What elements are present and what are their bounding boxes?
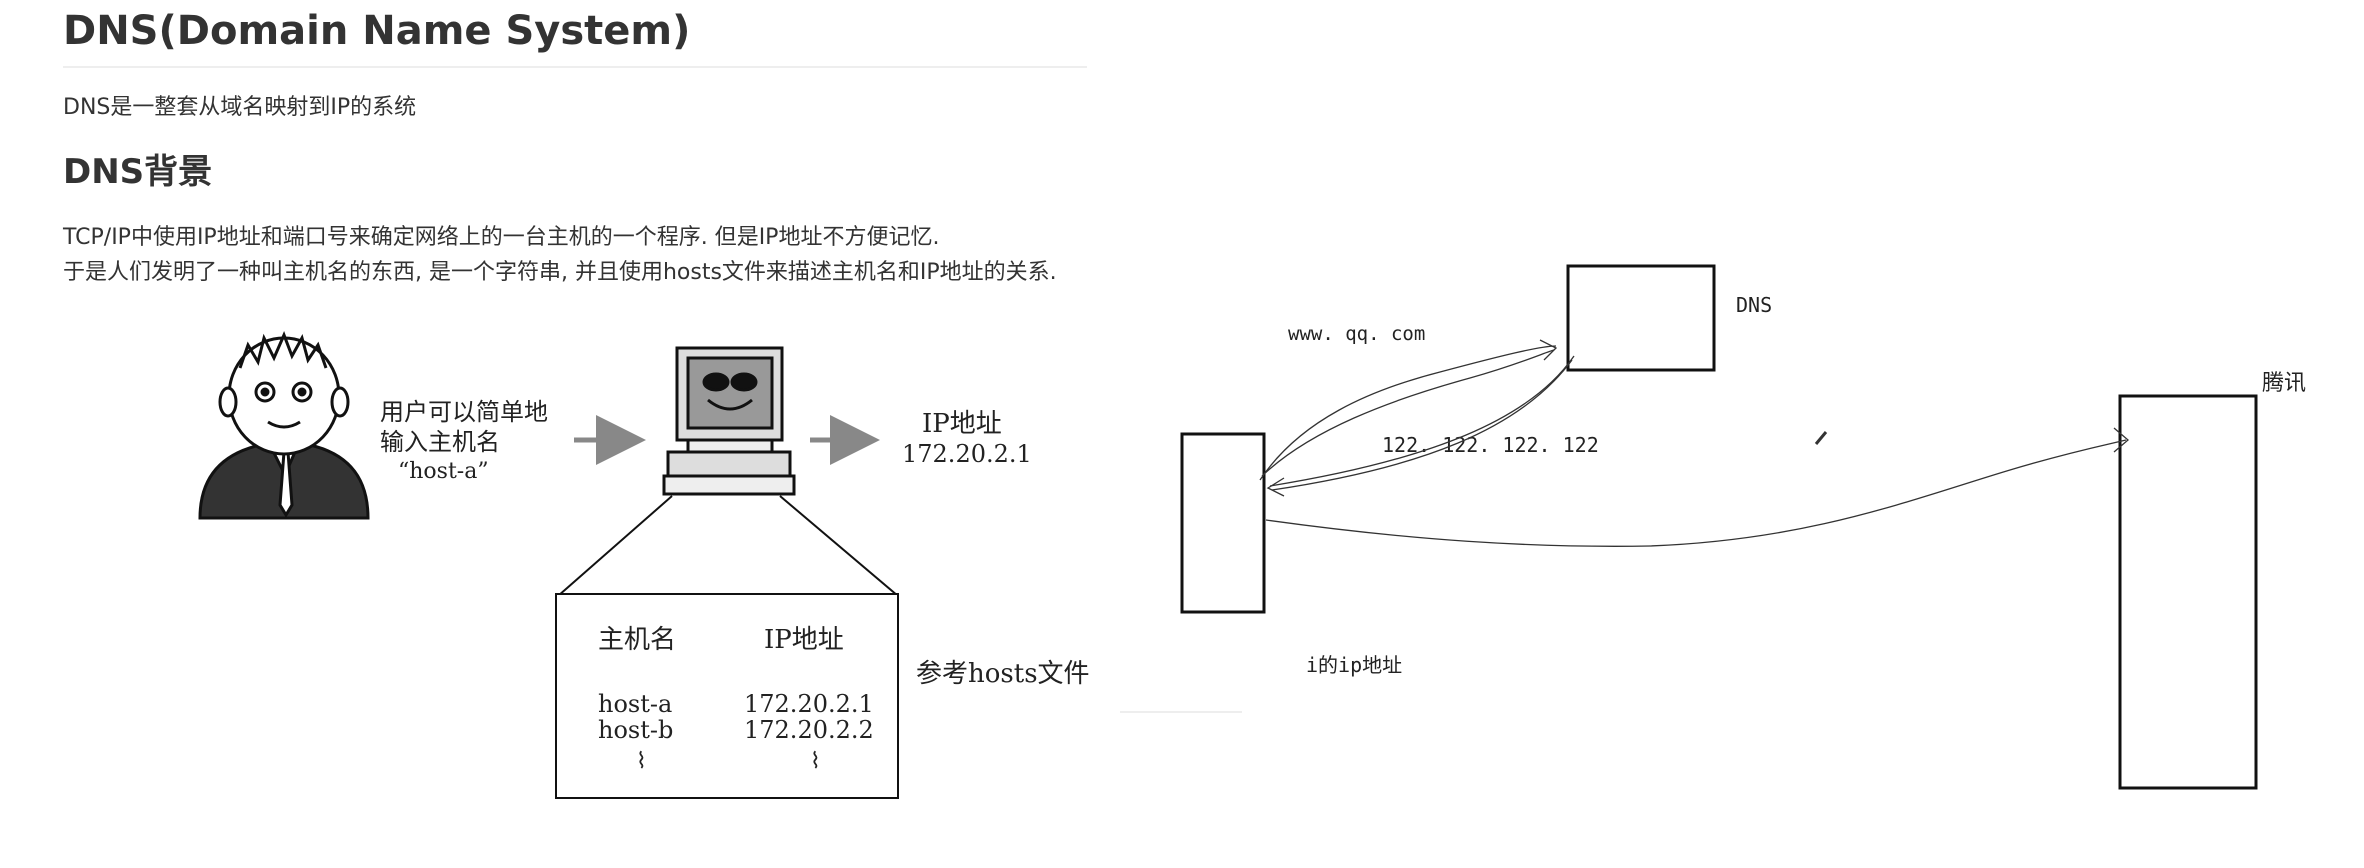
user-text-line-3: “host-a” [398, 459, 489, 484]
computer-icon [662, 346, 796, 496]
arrowhead-tencent-icon [2113, 427, 2129, 453]
dns-sketch: www. qq. com DNS 腾讯 122. 122. 122. 122 i… [1120, 264, 2306, 790]
user-text-line-1: 用户可以简单地 [380, 398, 548, 426]
user-illustration [198, 331, 370, 520]
funnel-line-right [779, 495, 899, 597]
section-heading-background: DNS背景 [63, 152, 213, 192]
request-curve-to-dns [1259, 345, 1557, 481]
table-row-host-b: host-b [598, 716, 673, 744]
table-header-ip: IP地址 [764, 625, 844, 655]
hosts-file-reference: 参考hosts文件 [916, 659, 1090, 689]
user-text-line-2: 输入主机名 [380, 428, 500, 456]
small-stroke-mark [1814, 431, 1828, 445]
background-line-1: TCP/IP中使用IP地址和端口号来确定网络上的一台主机的一个程序. 但是IP地… [63, 225, 940, 250]
table-header-host: 主机名 [598, 625, 676, 655]
dns-label: DNS [1736, 293, 1772, 317]
intro-paragraph: DNS是一整套从域名映射到IP的系统 [63, 95, 417, 120]
request-curve-to-tencent [1265, 439, 2127, 547]
hosts-table [555, 593, 899, 799]
client-box [1180, 432, 1266, 614]
table-row-ip-a: 172.20.2.1 [744, 690, 874, 718]
page-title: DNS(Domain Name System) [63, 8, 691, 54]
arrowhead-dns-icon [1539, 339, 1558, 361]
background-line-2: 于是人们发明了一种叫主机名的东西, 是一个字符串, 并且使用hosts文件来描述… [63, 260, 1057, 285]
ip-address-note: i的ip地址 [1306, 653, 1402, 677]
table-ellipsis-host: ⌇ [636, 749, 647, 774]
funnel-line-left [557, 495, 673, 597]
response-curve-from-dns [1269, 355, 1575, 487]
table-ellipsis-ip: ⌇ [810, 749, 821, 774]
response-curve-from-dns-2 [1271, 359, 1573, 491]
table-row-host-a: host-a [598, 690, 672, 718]
sketch-domain-label: www. qq. com [1288, 323, 1425, 345]
tencent-label: 腾讯 [2262, 371, 2306, 396]
background-paragraph: TCP/IP中使用IP地址和端口号来确定网络上的一台主机的一个程序. 但是IP地… [63, 220, 1057, 290]
title-divider [63, 66, 1087, 68]
table-row-ip-b: 172.20.2.2 [744, 716, 874, 744]
arrowhead-client-icon [1266, 477, 1285, 497]
ip-value: 172.20.2.1 [902, 440, 1032, 468]
ip-label: IP地址 [922, 409, 1002, 439]
request-curve-to-dns-2 [1261, 349, 1555, 477]
hosts-diagram: 用户可以简单地 输入主机名 “host-a” IP地址 172.20.2.1 主… [198, 331, 1090, 799]
dns-server-box [1566, 264, 1716, 372]
tencent-server-box [2118, 394, 2258, 790]
